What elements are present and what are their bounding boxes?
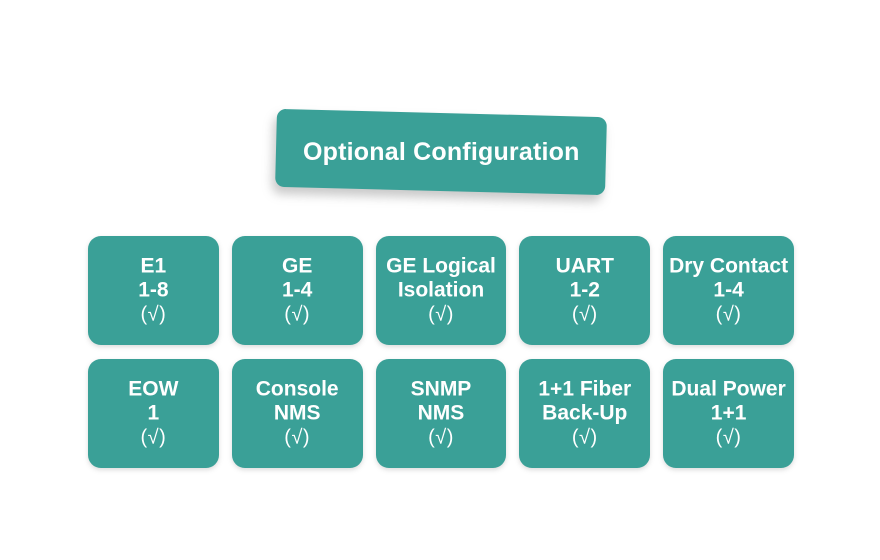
option-card-text: Dry Contact 1-4 (√) — [634, 254, 824, 327]
option-card-row-2: EOW 1 (√) Console NMS (√) SNMP NMS (√) — [88, 359, 794, 468]
option-card-line-1: E1 — [140, 253, 167, 277]
option-card-line-1: EOW — [128, 376, 179, 400]
option-card-check-icon: (√) — [140, 426, 167, 449]
option-card-console-nms[interactable]: Console NMS (√) — [231, 359, 363, 468]
option-card-row-1: E1 1-8 (√) GE 1-4 (√) GE Logical Isolati… — [88, 236, 794, 345]
option-card-check-icon: (√) — [284, 426, 311, 449]
option-card-check-icon: (√) — [140, 303, 167, 326]
option-card-snmp-nms[interactable]: SNMP NMS (√) — [375, 359, 507, 468]
option-card-line-1: 1+1 Fiber — [538, 376, 632, 400]
option-card-line-2: Isolation — [397, 278, 485, 302]
title-banner-label: Optional Configuration — [302, 137, 580, 166]
option-card-line-2: 1-2 — [569, 278, 600, 302]
option-card-dry-contact[interactable]: Dry Contact 1-4 (√) — [663, 236, 794, 345]
option-card-ge[interactable]: GE 1-4 (√) — [231, 236, 363, 345]
option-card-check-icon: (√) — [428, 303, 454, 326]
option-card-e1[interactable]: E1 1-8 (√) — [88, 236, 219, 345]
option-card-uart[interactable]: UART 1-2 (√) — [519, 236, 651, 345]
option-card-check-icon: (√) — [715, 426, 742, 449]
option-card-line-2: NMS — [417, 401, 465, 425]
option-card-line-2: 1 — [147, 401, 160, 425]
option-card-line-1: GE — [282, 253, 313, 277]
option-card-text: GE Logical Isolation (√) — [346, 254, 536, 327]
title-banner: Optional Configuration — [275, 108, 607, 196]
option-card-line-2: 1-4 — [282, 278, 313, 302]
option-card-text: UART 1-2 (√) — [490, 254, 680, 327]
option-card-line-2: 1-8 — [138, 278, 169, 302]
option-card-eow[interactable]: EOW 1 (√) — [88, 359, 219, 468]
option-card-line-2: 1+1 — [710, 401, 747, 425]
option-card-check-icon: (√) — [428, 426, 454, 449]
option-card-line-1: GE Logical — [386, 253, 496, 277]
option-card-ge-logical-isolation[interactable]: GE Logical Isolation (√) — [375, 236, 507, 345]
option-card-dual-power[interactable]: Dual Power 1+1 (√) — [663, 359, 794, 468]
option-card-text: E1 1-8 (√) — [58, 254, 248, 327]
option-card-line-1: Console — [255, 376, 339, 400]
option-card-text: 1+1 Fiber Back-Up (√) — [490, 377, 680, 450]
option-card-line-2: NMS — [273, 401, 321, 425]
option-card-line-1: Dry Contact — [669, 253, 789, 277]
option-card-line-2: 1-4 — [713, 278, 744, 302]
option-card-text: Console NMS (√) — [202, 377, 392, 450]
option-card-text: EOW 1 (√) — [58, 377, 248, 450]
option-card-text: Dual Power 1+1 (√) — [634, 377, 824, 450]
option-card-line-1: UART — [555, 253, 614, 277]
option-card-check-icon: (√) — [571, 426, 598, 449]
option-card-line-1: Dual Power — [671, 376, 786, 400]
option-card-text: GE 1-4 (√) — [202, 254, 392, 327]
option-card-fiber-backup[interactable]: 1+1 Fiber Back-Up (√) — [519, 359, 651, 468]
option-card-grid: E1 1-8 (√) GE 1-4 (√) GE Logical Isolati… — [88, 236, 794, 468]
option-card-check-icon: (√) — [715, 303, 742, 326]
option-card-check-icon: (√) — [571, 303, 598, 326]
title-banner-shape: Optional Configuration — [275, 108, 607, 196]
option-card-text: SNMP NMS (√) — [346, 377, 536, 450]
option-card-check-icon: (√) — [284, 303, 311, 326]
option-card-line-2: Back-Up — [542, 401, 628, 425]
option-card-line-1: SNMP — [410, 376, 472, 400]
